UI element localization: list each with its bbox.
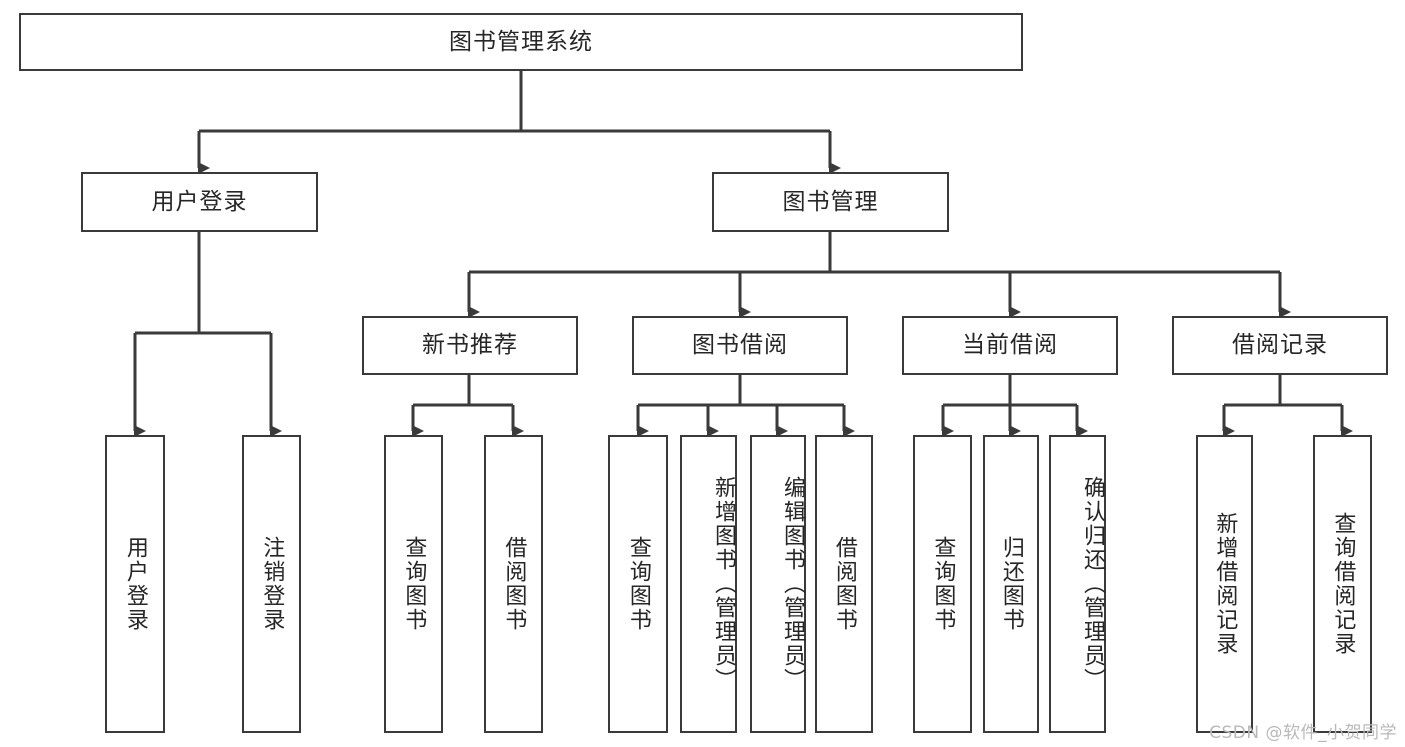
leaf-newbook-borrow-book-label: 借阅图书 [501,536,527,632]
leaf-user-login[interactable]: 用户登录 [105,435,165,733]
node-borrow-records-label: 借阅记录 [1232,332,1328,359]
node-book-management[interactable]: 图书管理 [712,172,949,232]
leaf-record-query[interactable]: 查询借阅记录 [1313,435,1372,733]
leaf-borrow-borrow-book-label: 借阅图书 [831,536,857,632]
node-user-login[interactable]: 用户登录 [81,172,318,232]
node-current-borrow-label: 当前借阅 [962,332,1058,359]
leaf-record-add-label: 新增借阅记录 [1212,512,1238,656]
csdn-watermark: CSDN @软件_小贺同学 [1209,723,1397,743]
leaf-borrow-add-book-label: 新增图书（管理员） [711,476,736,692]
node-new-book-recommend[interactable]: 新书推荐 [362,316,578,375]
leaf-newbook-query-book[interactable]: 查询图书 [384,435,443,733]
node-new-book-recommend-label: 新书推荐 [422,332,518,359]
leaf-borrow-query-book[interactable]: 查询图书 [608,435,668,733]
leaf-current-query-book[interactable]: 查询图书 [913,435,972,733]
leaf-current-confirm-return-label: 确认归还（管理员） [1080,476,1105,692]
node-user-login-label: 用户登录 [151,188,248,215]
node-book-borrow[interactable]: 图书借阅 [632,316,848,375]
leaf-record-query-label: 查询借阅记录 [1330,512,1356,656]
leaf-borrow-edit-book[interactable]: 编辑图书（管理员） [750,435,806,733]
leaf-newbook-query-book-label: 查询图书 [401,536,427,632]
leaf-borrow-edit-book-label: 编辑图书（管理员） [780,476,805,692]
leaf-logout[interactable]: 注销登录 [242,435,301,733]
leaf-borrow-query-book-label: 查询图书 [625,536,651,632]
leaf-borrow-borrow-book[interactable]: 借阅图书 [815,435,873,733]
leaf-current-query-book-label: 查询图书 [930,536,956,632]
node-borrow-records[interactable]: 借阅记录 [1172,316,1388,375]
node-book-borrow-label: 图书借阅 [692,332,788,359]
leaf-borrow-add-book[interactable]: 新增图书（管理员） [680,435,737,733]
node-root-label: 图书管理系统 [449,28,593,55]
node-book-management-label: 图书管理 [782,188,879,215]
leaf-record-add[interactable]: 新增借阅记录 [1196,435,1253,733]
node-root[interactable]: 图书管理系统 [19,13,1023,71]
leaf-current-confirm-return[interactable]: 确认归还（管理员） [1049,435,1106,733]
node-current-borrow[interactable]: 当前借阅 [902,316,1118,375]
leaf-user-login-label: 用户登录 [122,536,148,632]
leaf-current-return-book-label: 归还图书 [998,536,1024,632]
leaf-logout-label: 注销登录 [259,536,285,632]
leaf-newbook-borrow-book[interactable]: 借阅图书 [484,435,543,733]
leaf-current-return-book[interactable]: 归还图书 [983,435,1039,733]
